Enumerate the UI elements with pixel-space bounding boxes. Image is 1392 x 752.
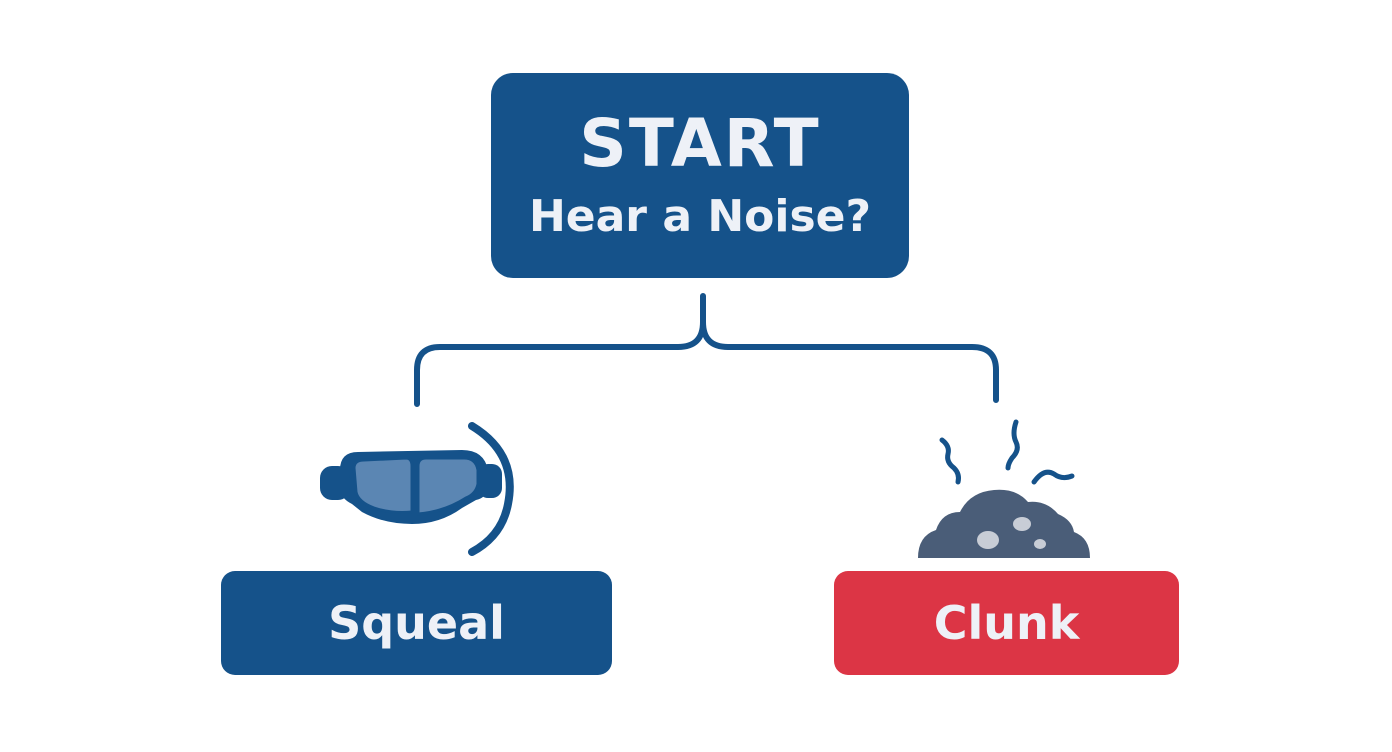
branch-connector <box>414 293 999 407</box>
debris-pile-icon <box>918 419 1090 558</box>
start-question: Hear a Noise? <box>528 190 872 242</box>
start-node: START Hear a Noise? <box>491 73 909 278</box>
clunk-label: Clunk <box>933 596 1080 650</box>
squeal-node: Squeal <box>221 571 612 675</box>
brake-pad-icon <box>320 422 514 556</box>
squeal-label: Squeal <box>328 596 505 650</box>
clunk-node: Clunk <box>834 571 1179 675</box>
start-title: START <box>579 104 821 182</box>
